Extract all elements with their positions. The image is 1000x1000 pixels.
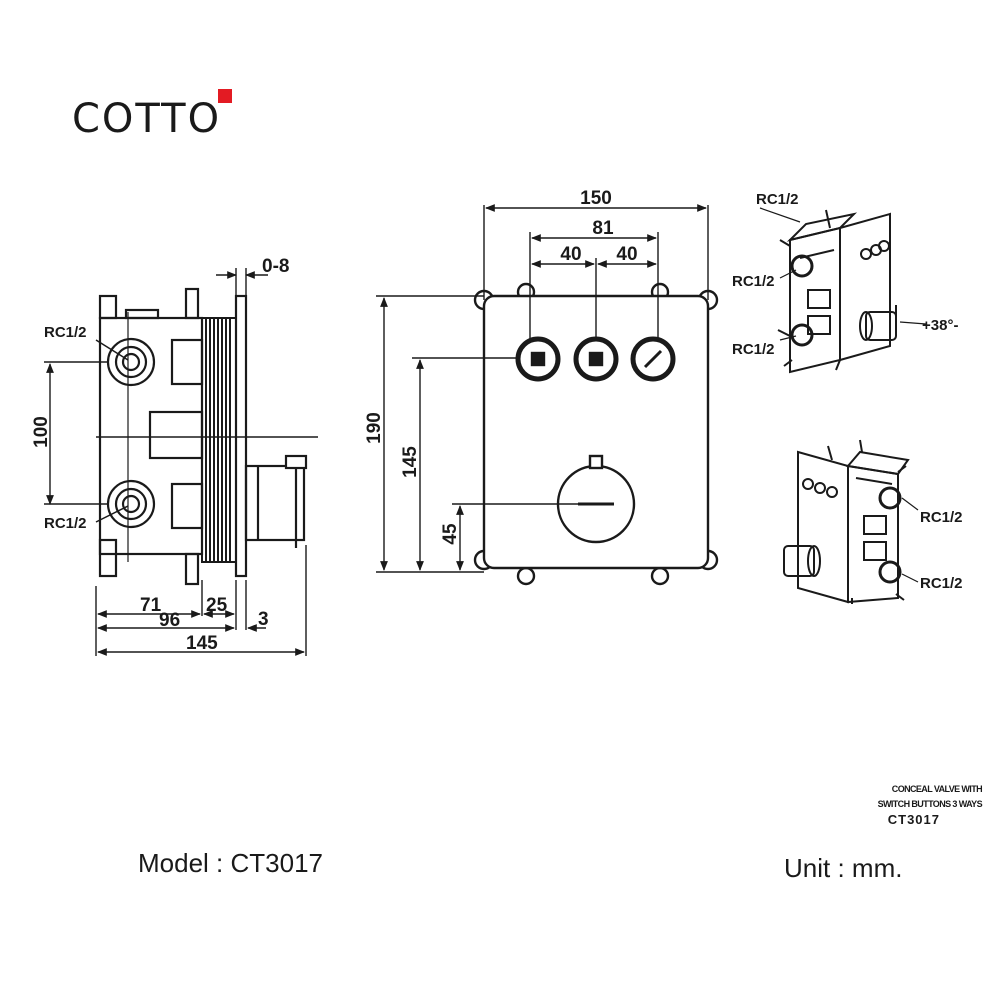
iso-bottom-plate — [797, 450, 849, 604]
dim-25: 25 — [206, 595, 228, 616]
dim-height: 190 — [364, 412, 385, 444]
iso-bottom-port-a-label: RC1/2 — [920, 509, 963, 526]
title-block-model: CT3017 — [887, 812, 940, 827]
dim-left-spacing: 40 — [560, 244, 581, 265]
iso-bottom-port-b-label: RC1/2 — [920, 575, 963, 592]
dim-71: 71 — [140, 595, 162, 616]
dim-spacing: 100 — [31, 416, 52, 448]
dim-buttons-span: 81 — [592, 218, 614, 239]
dim-right-spacing: 40 — [616, 244, 637, 265]
iso-top — [759, 207, 927, 374]
threaded-collar — [201, 317, 237, 563]
model-caption: Model : CT3017 — [138, 848, 323, 878]
dim-width: 150 — [580, 188, 612, 209]
iso-top-knob — [865, 311, 897, 341]
title-block: CONCEAL VALVE WITH SWITCH BUTTONS 3 WAYS… — [877, 782, 983, 827]
side-view — [95, 287, 318, 586]
iso-top-plate — [839, 212, 891, 362]
dim-buttons-height: 145 — [400, 446, 421, 478]
dim-145-side: 145 — [186, 633, 218, 654]
button-1 — [515, 336, 561, 382]
iso-top-port-c-label: RC1/2 — [732, 341, 775, 358]
side-port-top — [106, 337, 156, 387]
brand-logo-mark — [218, 89, 232, 103]
title-block-line2: SWITCH BUTTONS 3 WAYS — [877, 799, 983, 809]
front-dimension-lines — [376, 204, 709, 573]
dim-knob-height: 45 — [440, 523, 461, 545]
iso-top-angle-label: +38°- — [922, 317, 958, 334]
side-cover-plate — [234, 294, 248, 578]
side-dimension-lines — [44, 268, 307, 656]
side-port-top-label: RC1/2 — [44, 324, 87, 341]
side-port-bottom-label: RC1/2 — [44, 515, 87, 532]
iso-bottom — [783, 439, 919, 604]
side-knob-housing — [244, 464, 306, 542]
front-view — [473, 282, 719, 586]
dim-96: 96 — [159, 610, 180, 631]
dim-gap: 0-8 — [262, 256, 289, 277]
brand-logo: COTTO — [72, 96, 222, 142]
button-3 — [630, 336, 676, 382]
iso-top-port-a-label: RC1/2 — [756, 191, 799, 208]
dim-3: 3 — [258, 609, 269, 630]
iso-top-port-b-label: RC1/2 — [732, 273, 775, 290]
side-port-bottom — [106, 479, 156, 529]
unit-caption: Unit : mm. — [784, 853, 903, 883]
title-block-line1: CONCEAL VALVE WITH — [891, 784, 983, 794]
